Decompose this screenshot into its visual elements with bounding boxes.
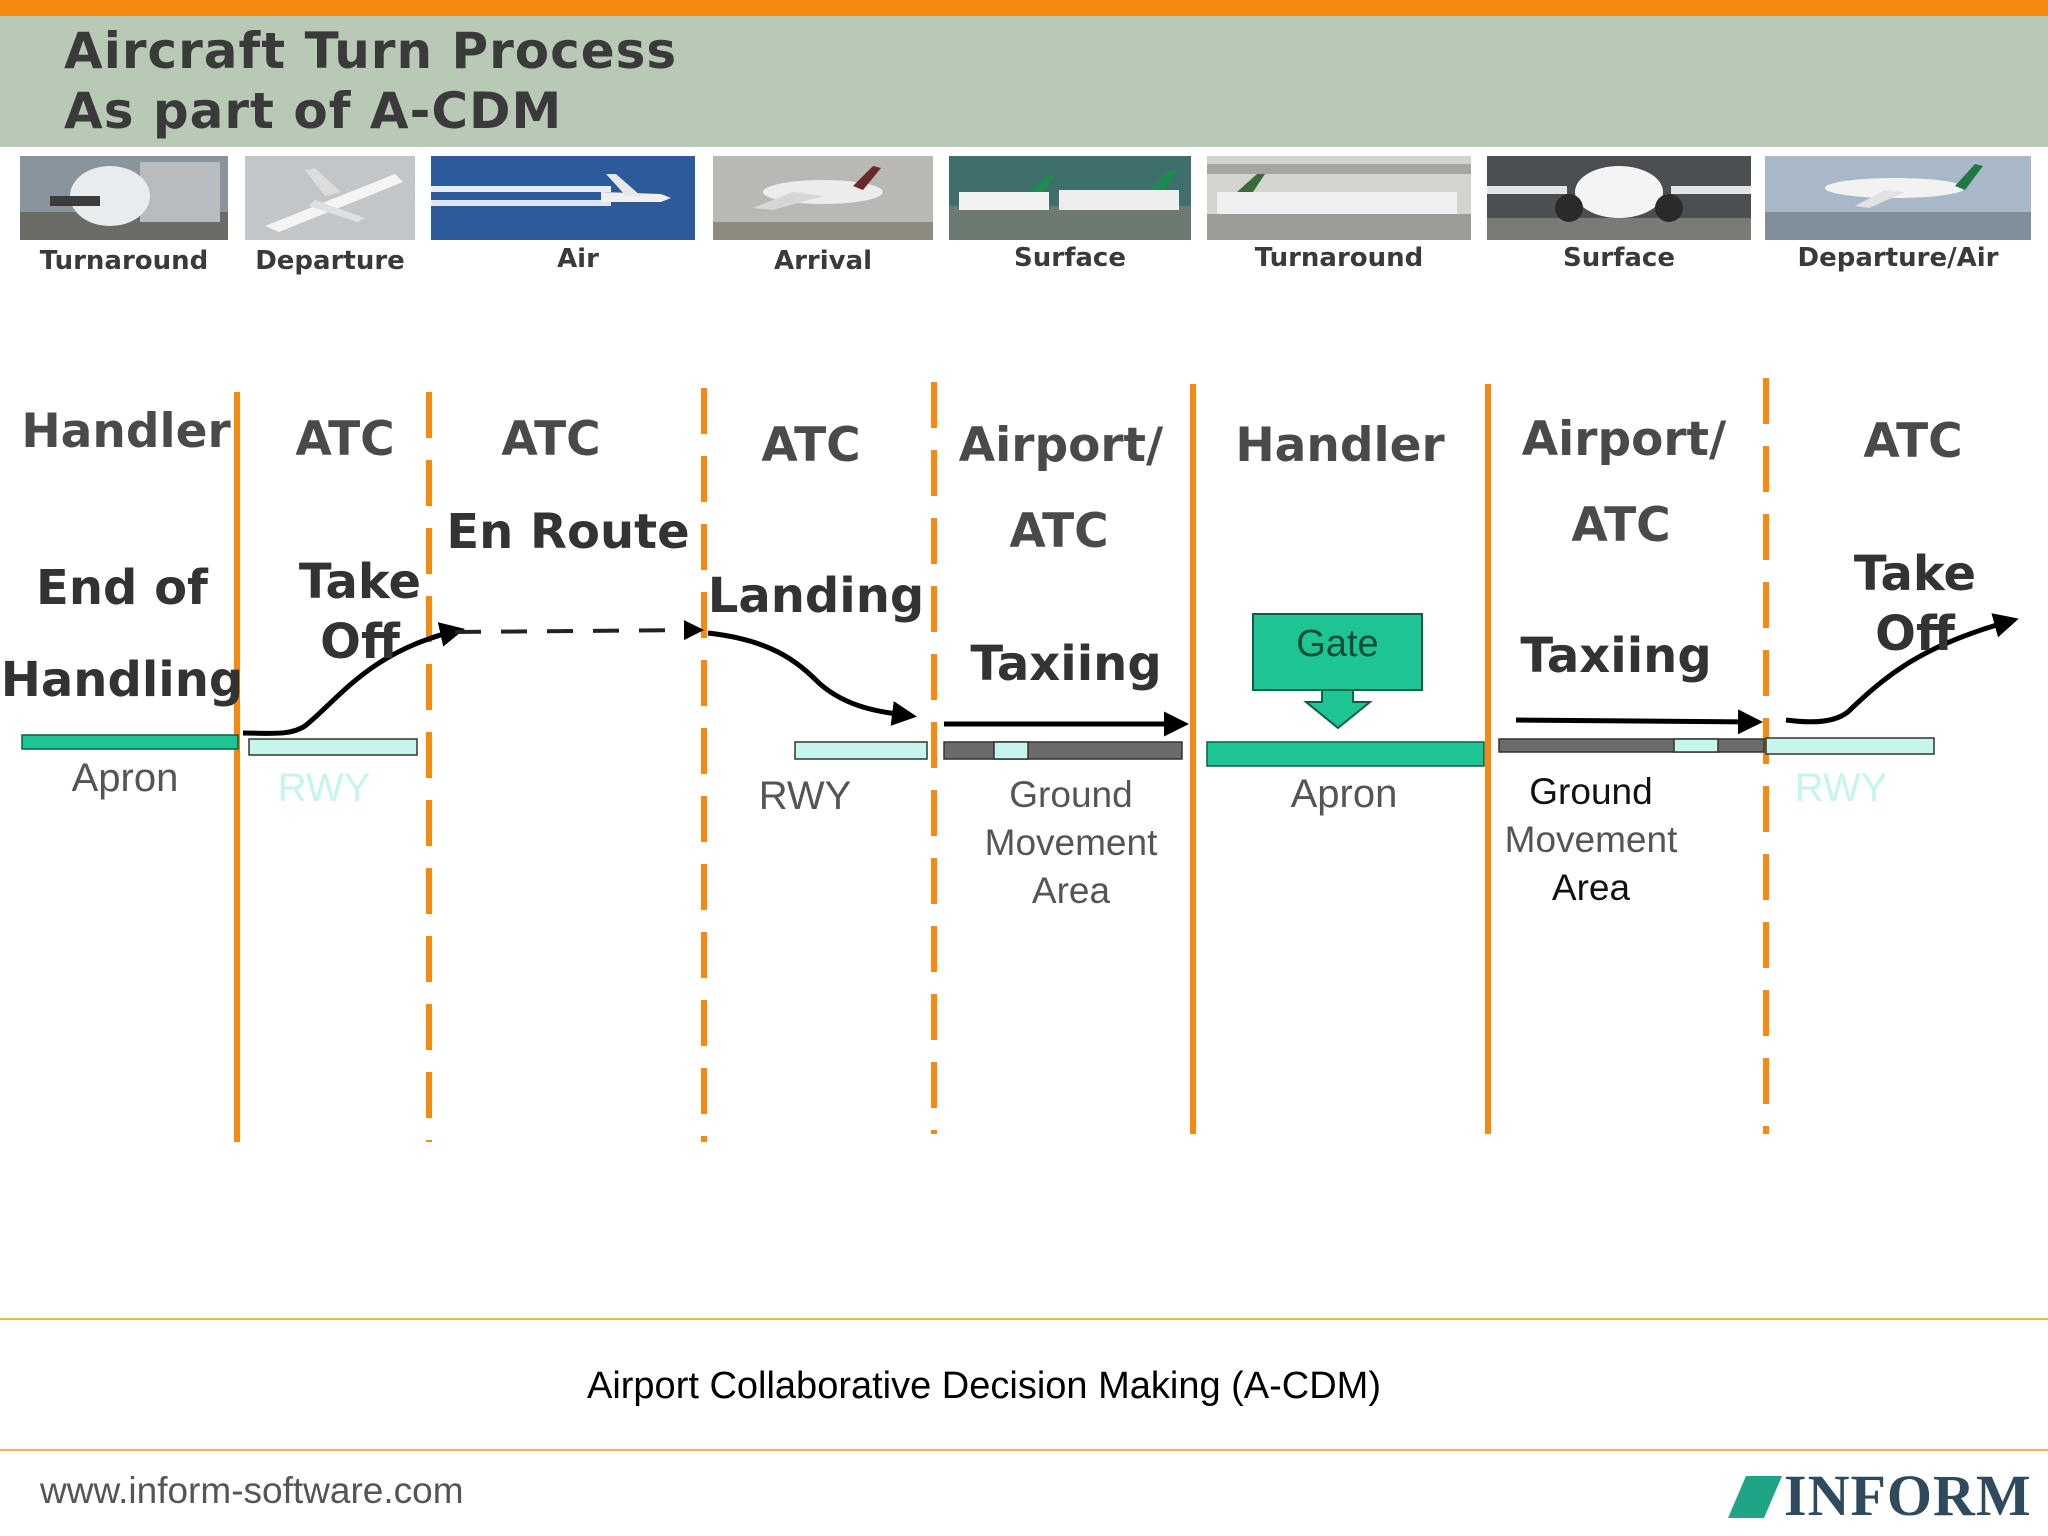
area-ground-movement-2-line-1: Ground [1529,771,1653,812]
role-airport-2: Airport/ [1521,412,1727,467]
footer-divider-top [0,1318,2048,1320]
en-route-path [454,620,704,641]
footer-divider-bottom [0,1449,2048,1451]
phase-taxiing-1: Taxiing [970,636,1162,692]
bar-apron-1 [21,734,239,750]
landing-path [707,630,917,726]
photo-air [431,156,695,240]
page-title-line-1: Aircraft Turn Process [64,22,678,80]
photo-arrival [713,156,933,240]
logo-mark-icon [1728,1476,1782,1518]
takeoff-path-2 [1785,613,2019,725]
bar-gma-1 [943,741,1183,760]
role-atc-1: ATC [295,412,395,467]
title-banner [0,16,2048,147]
phase-end-of-handling-line-2: Handling [0,652,244,708]
caption-departure: Departure [255,246,405,276]
page-title-line-2: As part of A-CDM [64,82,563,140]
photo-departure-air [1765,156,2031,240]
bar-rwy-3 [1765,737,1935,755]
phase-takeoff-2-line-1: Take [1853,546,1977,602]
caption-air: Air [557,244,599,274]
role-handler-1: Handler [21,404,231,459]
caption-arrival: Arrival [773,246,873,276]
bar-rwy-1 [248,738,418,756]
role-atc-4: ATC [1009,504,1109,559]
area-ground-movement-1-line-3: Area [1031,870,1111,911]
bar-apron-2 [1206,741,1485,767]
gate-label: Gate [1296,623,1379,665]
area-apron-2: Apron [1290,772,1398,816]
gate-arrow [1303,689,1373,730]
taxi-arrow-2 [1515,709,1763,735]
caption-departure-air: Departure/Air [1797,243,1999,273]
role-atc-2: ATC [501,412,601,467]
bar-gma-1-segment [993,741,1029,760]
area-apron-1: Apron [71,756,179,800]
area-ground-movement-2-line-2: Movement [1504,819,1678,860]
role-atc-6: ATC [1863,414,1963,469]
area-ground-movement-2: Ground Movement Area [1494,768,1688,912]
phase-end-of-handling-line-1: End of [36,560,208,616]
photo-surface [949,156,1191,240]
phase-taxiing-2: Taxiing [1520,628,1712,684]
footer-url[interactable]: www.inform-software.com [40,1470,464,1511]
phase-takeoff-1-line-2: Off [320,614,400,670]
bar-gma-2 [1498,738,1765,753]
caption-turnaround-2: Turnaround [1254,243,1424,273]
role-atc-3: ATC [761,418,861,473]
top-accent-bar [0,0,2048,16]
role-handler-2: Handler [1235,418,1445,473]
area-ground-movement-1-line-1: Ground [1009,774,1133,815]
photo-turnaround-2 [1207,156,1471,240]
footer-title: Airport Collaborative Decision Making (A… [586,1365,1381,1407]
area-ground-movement-2-line-3: Area [1551,867,1631,908]
footer-logo: INFORM [1784,1463,2032,1528]
photo-surface-2 [1487,156,1751,240]
bar-rwy-2 [794,741,928,760]
phase-takeoff-1-line-1: Take [298,554,422,610]
area-ground-movement-1: Ground Movement Area [944,771,1198,915]
area-ground-movement-1-line-2: Movement [984,822,1158,863]
photo-turnaround [20,156,228,240]
takeoff-path-1 [242,622,465,736]
area-rwy-1: RWY [277,766,371,810]
area-rwy-3: RWY [1794,766,1888,810]
phase-takeoff-2-line-2: Off [1875,606,1955,662]
caption-surface: Surface [1014,243,1126,273]
photo-departure [245,156,415,240]
phase-landing: Landing [707,568,925,624]
caption-surface-2: Surface [1563,243,1675,273]
role-atc-5: ATC [1571,498,1671,553]
role-airport-1: Airport/ [958,418,1164,473]
phase-en-route: En Route [446,504,690,560]
area-rwy-2: RWY [758,774,852,818]
caption-turnaround: Turnaround [39,246,209,276]
bar-gma-2-segment [1673,738,1719,753]
gate-box [1252,613,1423,691]
